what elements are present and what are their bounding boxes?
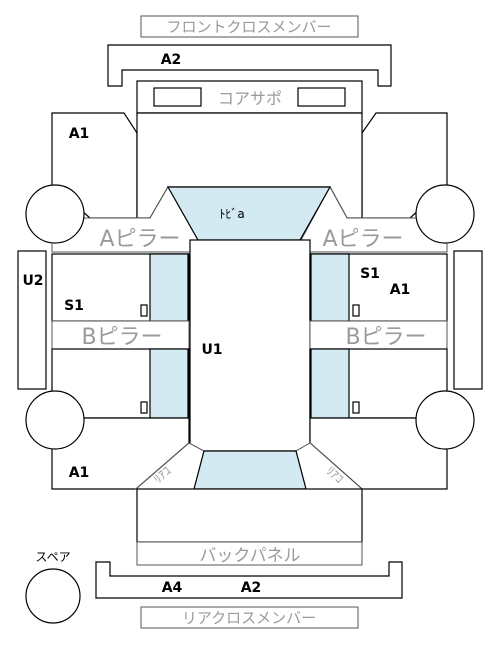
door-handle-rear-left [140, 401, 148, 414]
a-pillar-right-label: Aピラー [322, 227, 403, 252]
back-panel-label: バックパネル [199, 546, 300, 566]
rear-window [193, 450, 307, 490]
code-a2-rear: A2 [241, 580, 262, 596]
code-a1-right: A1 [390, 282, 411, 298]
b-pillar-left-label: Bピラー [81, 325, 162, 350]
b-pillar-right-label: Bピラー [345, 325, 426, 350]
rear-cross-member-box [140, 606, 359, 629]
code-a1-front-left: A1 [69, 126, 90, 142]
side-glass-right-front [310, 253, 350, 322]
front-cross-member-box [140, 15, 359, 38]
b-pillar-left [51, 320, 190, 350]
code-u2: U2 [22, 273, 43, 289]
code-a1-rear-left: A1 [69, 465, 90, 481]
a-pillar-left-label: Aピラー [99, 227, 180, 252]
front-cross-member-label: フロントクロスメンバー [166, 18, 331, 36]
code-a4: A4 [162, 580, 183, 596]
headlight-left [153, 87, 202, 107]
code-u1: U1 [201, 342, 222, 358]
code-s1-left: S1 [64, 298, 84, 314]
spare-label: スペア [35, 550, 70, 564]
core-support-label: コアサポ [218, 89, 282, 108]
front-wheel-right [415, 184, 475, 244]
rear-bumper [95, 561, 403, 599]
rear-cross-member-label: リアクロスメンバー [182, 609, 316, 627]
rear-wheel-left [25, 390, 85, 450]
side-glass-right-rear [310, 348, 350, 419]
back-panel [136, 541, 363, 566]
front-wheel-left [25, 184, 85, 244]
side-glass-left-rear [149, 348, 189, 419]
headlight-right [297, 87, 346, 107]
side-glass-left-front [149, 253, 189, 322]
trunk [136, 488, 363, 543]
side-sill-right [453, 250, 483, 390]
code-a2-front: A2 [161, 52, 182, 68]
door-handle-front-left [140, 304, 148, 317]
windshield-label: ﾄﾋﾞa [219, 207, 244, 221]
rear-wheel-right [415, 390, 475, 450]
side-sill-left [17, 250, 47, 390]
spare-tire [25, 568, 81, 624]
front-bumper [107, 44, 392, 87]
code-s1-right: S1 [360, 266, 380, 282]
door-handle-front-right [352, 304, 360, 317]
door-handle-rear-right [352, 401, 360, 414]
